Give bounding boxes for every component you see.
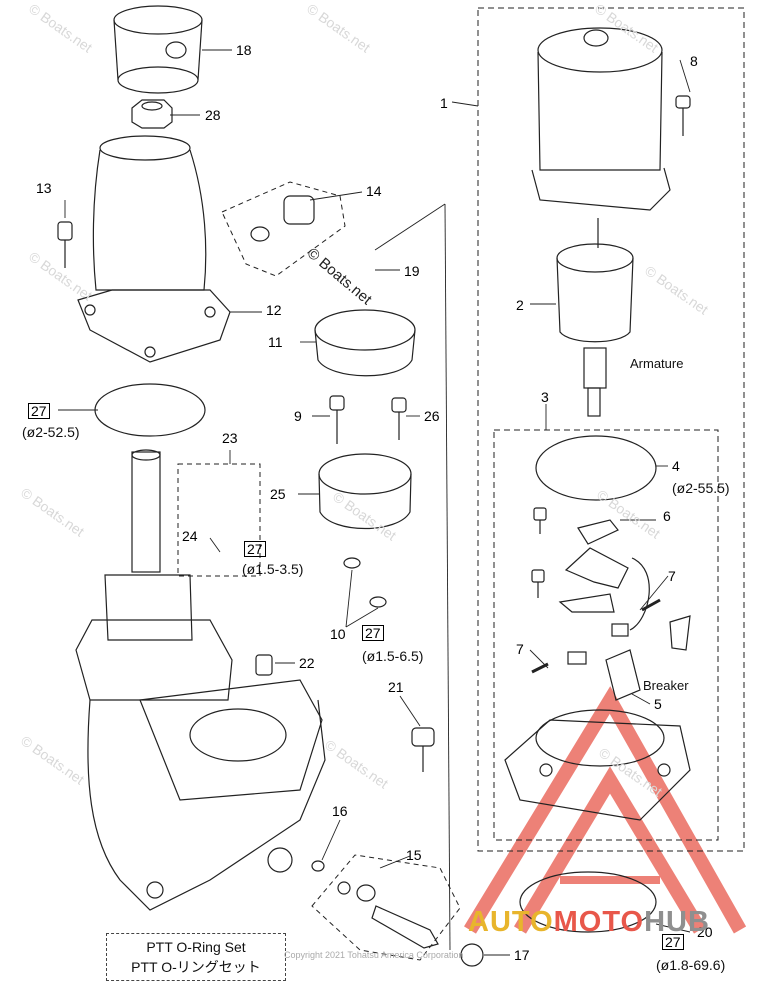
part-28-nut (131, 99, 173, 129)
callout-4: 4 (672, 458, 680, 474)
callout-12: 12 (266, 302, 282, 318)
assembly-14-box (221, 181, 346, 277)
part-22-plug (255, 654, 273, 676)
o-ring-10b (369, 596, 387, 608)
automotohub-logo-text: AUTOMOTOHUB (468, 906, 710, 939)
spec-o-ring-52-5: (ø2-52.5) (22, 424, 80, 440)
callout-23: 23 (222, 430, 238, 446)
part-11-valve-body (314, 309, 416, 377)
part-12-reservoir (77, 135, 231, 363)
callout-26: 26 (424, 408, 440, 424)
brand-part-1: AUTO (468, 906, 554, 938)
callout-5: 5 (654, 696, 662, 712)
spec-o-ring-1-8-69-6: (ø1.8-69.6) (656, 957, 726, 973)
part-8-screw (675, 95, 691, 136)
callout-28: 28 (205, 107, 221, 123)
spec-o-ring-1-5-6-5: (ø1.5-6.5) (362, 648, 424, 664)
o-ring-10a (343, 557, 361, 569)
callout-25: 25 (270, 486, 286, 502)
part-21-screw (411, 727, 435, 772)
ref-27-box: 27 (362, 625, 384, 641)
part-2-armature (556, 218, 634, 417)
callout-2: 2 (516, 297, 524, 313)
tilt-cylinder-assembly (75, 449, 326, 911)
callout-11: 11 (268, 334, 283, 350)
callout-6: 6 (663, 508, 671, 524)
callout-13: 13 (36, 180, 52, 196)
callout-19: 19 (404, 263, 420, 279)
callout-10: 10 (330, 626, 346, 642)
part-15-manual-valve (337, 881, 439, 949)
callout-16: 16 (332, 803, 348, 819)
part-18-cap (113, 5, 203, 94)
ref-27-box: 27 (662, 934, 684, 950)
copyright-text: Copyright 2021 Tohatsu America Corporati… (284, 950, 464, 960)
spec-o-ring-1-5-3-5: (ø1.5-3.5) (242, 561, 304, 577)
callout-24: 24 (182, 528, 198, 544)
automotohub-logo-triangle (464, 686, 747, 934)
label-breaker: Breaker (643, 678, 689, 693)
part-13-screw (57, 221, 73, 268)
callout-7-upper: 7 (668, 568, 676, 584)
part-14-fitting (250, 195, 315, 242)
callout-7-lower: 7 (516, 641, 524, 657)
callout-9: 9 (294, 408, 302, 424)
ref-27-box: 27 (244, 541, 266, 557)
ref-27-box: 27 (28, 403, 50, 419)
kit-label-japanese: PTT O-リングセット (131, 959, 261, 975)
callout-21: 21 (388, 679, 404, 695)
brush-and-breaker-parts (531, 507, 691, 701)
callout-18: 18 (236, 42, 252, 58)
assembly-3-box (493, 429, 719, 841)
callout-15: 15 (406, 847, 422, 863)
o-ring-kit-label: PTT O-Ring Set PTT O-リングセット (106, 933, 286, 981)
bolts-9-26 (329, 395, 407, 444)
callout-8: 8 (690, 53, 698, 69)
o-ring-52-5 (94, 383, 206, 437)
assembly-23-box (177, 463, 261, 577)
motor-housing (531, 27, 671, 211)
part-5-motor-base (504, 709, 691, 821)
callout-3: 3 (541, 389, 549, 405)
label-armature: Armature (630, 356, 684, 371)
leader-lines (58, 49, 691, 956)
o-ring-69-6 (519, 871, 657, 933)
kit-label-english: PTT O-Ring Set (146, 939, 246, 955)
part-17-clip (460, 943, 484, 967)
callout-17: 17 (514, 947, 530, 963)
brand-part-3: HUB (644, 906, 710, 938)
spec-o-ring-55-5: (ø2-55.5) (672, 480, 730, 496)
brand-part-2: MOTO (553, 906, 645, 938)
o-ring-16 (311, 860, 325, 872)
callout-14: 14 (366, 183, 382, 199)
callout-1: 1 (440, 95, 448, 111)
assembly-15-box (311, 854, 461, 961)
part-25-pump (318, 453, 412, 529)
assembly-1-box (477, 7, 745, 852)
o-ring-55-5 (535, 435, 657, 501)
callout-22: 22 (299, 655, 315, 671)
callout-20: 20 (697, 924, 713, 940)
